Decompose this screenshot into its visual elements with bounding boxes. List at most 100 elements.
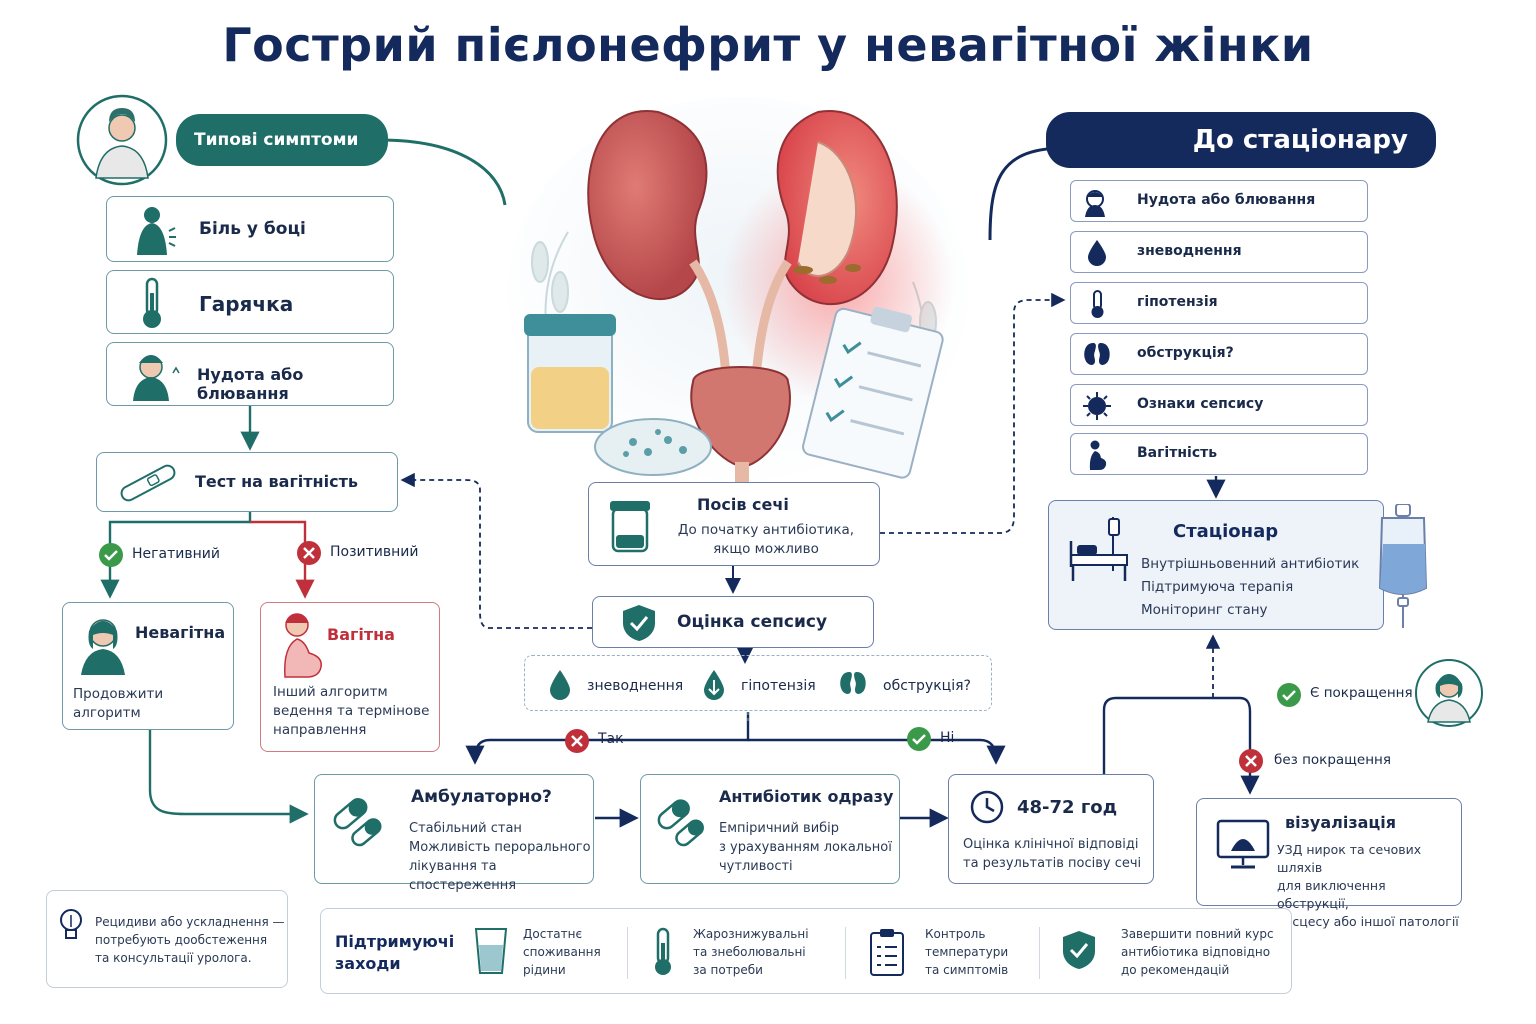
text-line: потребують дообстеження	[95, 933, 268, 947]
pregnant-box: Вагітна Інший алгоритм ведення та термін…	[260, 602, 440, 752]
flank-pain-icon	[125, 203, 179, 257]
pregnant-woman-icon	[1089, 440, 1107, 470]
outpatient-title: Амбулаторно?	[411, 787, 552, 807]
not-pregnant-text: Продовжити алгоритм	[73, 686, 164, 721]
supportive-item: Завершити повний курс антибіотика відпов…	[1121, 925, 1274, 979]
text-line: температури	[925, 945, 1009, 959]
check-green-icon	[1276, 682, 1302, 708]
clipboard-list-icon	[867, 925, 907, 977]
text-line: Контроль	[925, 927, 986, 941]
divider	[1039, 927, 1040, 979]
text-line: та консультації уролога.	[95, 951, 252, 965]
followup-title: 48-72 год	[1017, 797, 1118, 818]
check-green-icon	[906, 726, 932, 752]
sepsis-eval-box: Оцінка сепсису	[592, 596, 874, 648]
symptom-label: Гарячка	[199, 292, 294, 316]
pregnancy-test-label: Тест на вагітність	[195, 472, 358, 491]
hospital-criterion: зневоднення	[1070, 231, 1368, 273]
antibiotic-title: Антибіотик одразу	[719, 787, 894, 806]
woman-avatar	[1414, 658, 1484, 728]
sepsis-factors-box: зневоднення гіпотензія обструкція?	[524, 655, 992, 711]
factor-label: обструкція?	[883, 678, 971, 694]
lightbulb-icon	[57, 907, 85, 943]
water-glass-icon	[471, 925, 511, 977]
water-drop-icon	[1088, 240, 1106, 266]
criterion-label: Вагітність	[1137, 445, 1218, 461]
text-line: абсцесу або іншої патології	[1277, 914, 1459, 929]
text-line: чутливості	[719, 859, 793, 874]
kidney-illustration	[498, 92, 978, 492]
clock-icon	[969, 789, 1005, 825]
pregnancy-test-box: Тест на вагітність	[96, 452, 398, 512]
symptoms-header-label: Типові симптоми	[194, 130, 359, 150]
text-line: Можливість перорального	[409, 840, 591, 855]
not-pregnant-title: Невагітна	[135, 623, 226, 642]
text-line: з урахуванням локальної	[719, 840, 892, 855]
followup-text: Оцінка клінічної відповіді та результаті…	[963, 835, 1141, 873]
divider	[627, 927, 628, 979]
symptoms-header: Типові симптоми	[176, 114, 388, 166]
no-label: Ні	[940, 730, 955, 746]
urine-cup-icon	[607, 497, 653, 555]
positive-label: Позитивний	[330, 544, 419, 560]
to-hospital-header: До стаціонару	[1046, 112, 1436, 168]
text-line: Оцінка клінічної відповіді	[963, 837, 1139, 852]
text-line: споживання	[523, 945, 601, 959]
hospital-criterion: Вагітність	[1070, 433, 1368, 475]
hospital-items: Внутрішньовенний антибіотик Підтримуюча …	[1141, 553, 1359, 622]
shield-check-icon	[621, 603, 657, 643]
imaging-text: УЗД нирок та сечових шляхів для виключен…	[1277, 841, 1461, 931]
text-line: за потреби	[693, 963, 763, 977]
text-line: для виключення обструкції,	[1277, 878, 1386, 911]
text-line: Рецидиви або ускладнення —	[95, 915, 285, 929]
symptom-item: Нудота або блювання	[106, 342, 394, 406]
outpatient-text: Стабільний стан Можливість перорального …	[409, 819, 593, 895]
hospital-item: Підтримуюча терапія	[1141, 579, 1294, 595]
drop-down-icon	[701, 668, 727, 700]
hospital-item: Моніторинг стану	[1141, 602, 1268, 618]
outpatient-box: Амбулаторно? Стабільний стан Можливість …	[314, 774, 594, 893]
hospital-title: Стаціонар	[1173, 521, 1279, 542]
cross-red-icon	[296, 540, 322, 566]
not-pregnant-box: Невагітна Продовжити алгоритм	[62, 602, 234, 730]
water-drop-icon	[547, 668, 573, 700]
supportive-header: Підтримуючі заходи	[335, 931, 454, 975]
text-line: та результатів посіву сечі	[963, 856, 1142, 871]
criterion-label: Ознаки сепсису	[1137, 396, 1264, 412]
text-line: Емпіричний вибір	[719, 821, 840, 836]
hospital-box: Стаціонар Внутрішньовенний антибіотик Пі…	[1048, 500, 1384, 630]
factor-label: гіпотензія	[741, 678, 816, 694]
bacteria-icon	[1083, 392, 1111, 420]
note-text: Рецидиви або ускладнення — потребують до…	[95, 913, 285, 967]
check-green-icon	[98, 542, 124, 568]
followup-box: 48-72 год Оцінка клінічної відповіді та …	[948, 774, 1154, 884]
text-line: УЗД нирок та сечових шляхів	[1277, 842, 1422, 875]
pregnant-title: Вагітна	[327, 625, 395, 644]
page-title: Гострий пієлонефрит у невагітної жінки	[222, 18, 1314, 72]
supportive-box: Підтримуючі заходи Достатнє споживання р…	[320, 908, 1292, 994]
hospital-item: Внутрішньовенний антибіотик	[1141, 556, 1360, 572]
text-line: Жарознижувальні	[693, 927, 809, 941]
woman-avatar	[74, 92, 184, 188]
nausea-icon	[1085, 190, 1105, 217]
text-line: та симптомів	[925, 963, 1009, 977]
thermometer-icon	[135, 275, 169, 331]
sepsis-eval-title: Оцінка сепсису	[677, 612, 828, 632]
hospital-criterion: гіпотензія	[1070, 282, 1368, 324]
kidneys-icon	[837, 668, 869, 700]
symptom-label: Нудота або блювання	[197, 365, 304, 403]
iv-bag-icon	[1372, 503, 1436, 630]
hospital-criterion: Нудота або блювання	[1070, 180, 1368, 222]
improvement-yes-label: Є покращення	[1310, 685, 1413, 701]
pills-icon	[327, 791, 387, 851]
woman-icon	[75, 613, 131, 677]
pregnancy-test-icon	[115, 463, 181, 503]
thermometer-icon	[1091, 290, 1104, 318]
text-line: та знеболювальні	[693, 945, 806, 959]
pregnant-woman-icon	[273, 609, 329, 679]
supportive-item: Достатнє споживання рідини	[523, 925, 601, 979]
text-line: Підтримуючі	[335, 932, 455, 951]
symptom-item: Біль у боці	[106, 196, 394, 262]
hospital-criterion: Ознаки сепсису	[1070, 384, 1368, 426]
negative-label: Негативний	[132, 546, 220, 562]
